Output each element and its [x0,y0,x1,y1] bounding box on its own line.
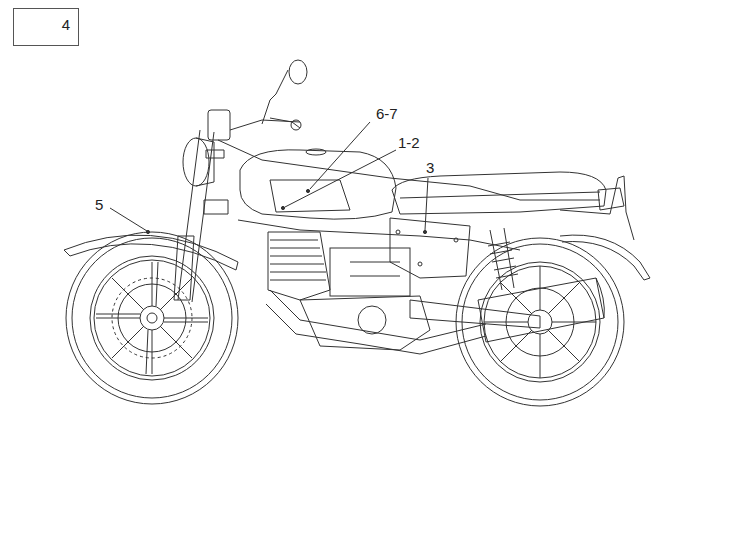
callout-number: 3 [425,160,435,175]
figure-number-box: 4 [13,8,79,46]
callout-number: 5 [94,197,104,212]
figure-number: 4 [62,17,70,32]
callout-number: 1-2 [397,135,421,150]
callout-number: 6-7 [375,106,399,121]
